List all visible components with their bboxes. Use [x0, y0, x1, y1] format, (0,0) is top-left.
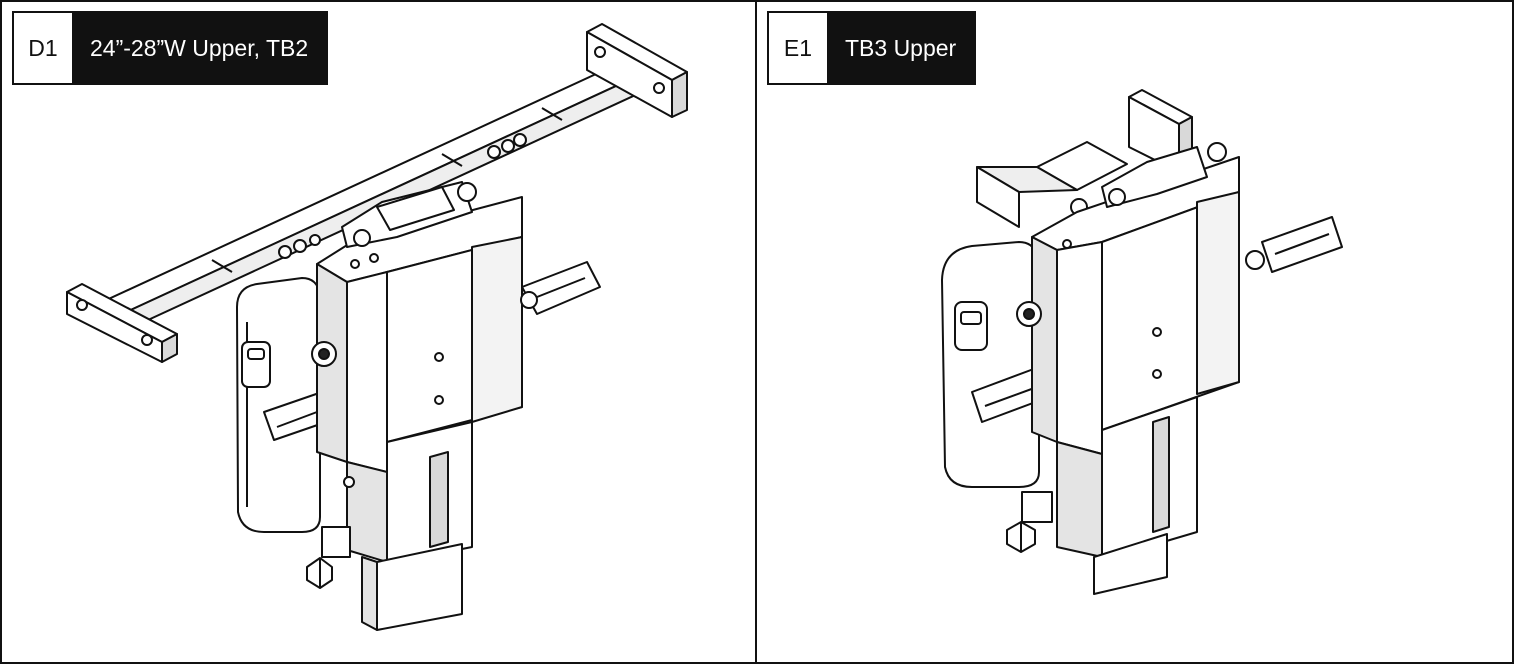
panel-e1-code: E1 — [769, 13, 827, 83]
bar-bolts — [278, 133, 527, 259]
lower-column — [1056, 396, 1198, 595]
bottom-fitting — [306, 526, 351, 589]
lower-column — [343, 421, 473, 631]
top-clamp — [1101, 142, 1227, 208]
side-handset — [236, 277, 321, 533]
adjuster-knob — [311, 341, 337, 367]
panel-d1-title: 24”-28”W Upper, TB2 — [72, 13, 327, 83]
panel-e1: E1 TB3 Upper — [757, 0, 1514, 664]
main-housing — [1031, 156, 1240, 455]
adjuster-knob — [1016, 301, 1042, 327]
left-end-bracket — [66, 283, 178, 363]
main-housing — [316, 196, 523, 473]
side-handset — [941, 241, 1040, 488]
top-clamp — [341, 181, 477, 248]
top-frame — [976, 89, 1193, 228]
upper-mount-assembly-tb3-illustration — [941, 89, 1343, 595]
right-end-bracket — [586, 23, 688, 118]
right-handle — [520, 261, 601, 315]
right-handle — [1245, 216, 1343, 273]
panel-d1-label: D1 24”-28”W Upper, TB2 — [12, 11, 329, 85]
upper-mount-assembly-tb2-illustration — [66, 23, 688, 631]
bottom-fitting — [1006, 491, 1053, 553]
panel-d1-code: D1 — [14, 13, 72, 83]
panel-e1-label: E1 TB3 Upper — [767, 11, 977, 85]
panel-d1: D1 24”-28”W Upper, TB2 — [0, 0, 757, 664]
panel-e1-title: TB3 Upper — [827, 13, 975, 83]
